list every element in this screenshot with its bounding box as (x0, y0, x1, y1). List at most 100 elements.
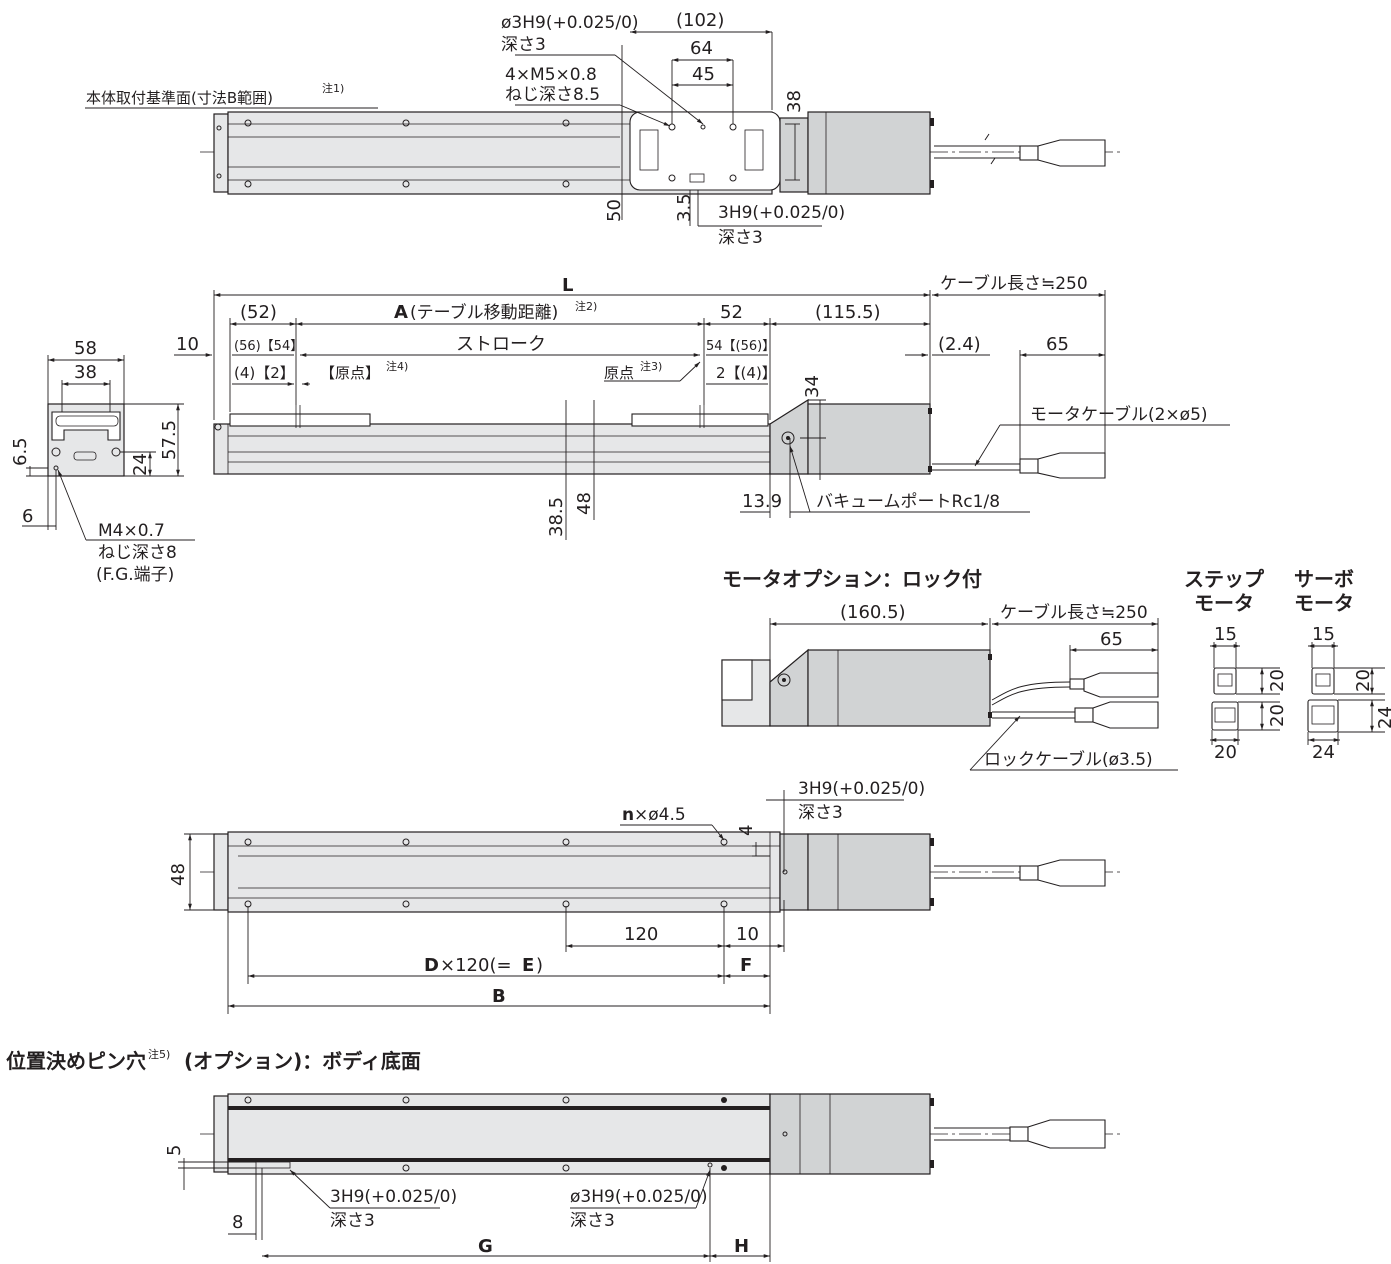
dim-E-close: ) (536, 955, 543, 976)
dim-34: 34 (802, 375, 823, 398)
end-view-labels: 58 38 57.5 24 6.5 6 M4×0.7 ねじ深さ8 (F.G.端子… (10, 338, 180, 585)
dim-13-9: 13.9 (742, 491, 782, 512)
dim-120: 120 (624, 924, 658, 945)
motor-option-cable-length: ケーブル長さ≒250 (1000, 602, 1148, 623)
dim-115-5: (115.5) (815, 302, 881, 323)
slot-depth: 深さ3 (718, 228, 763, 248)
dim-65: 65 (1046, 334, 1069, 355)
dim-D-text: ×120(= (440, 955, 512, 976)
bottom-slot-label: 3H9(+0.025/0) (798, 779, 925, 799)
fg-terminal-label: (F.G.端子) (96, 565, 174, 585)
dim-F: F (740, 955, 752, 976)
dim-G: G (478, 1236, 493, 1257)
bottom-slot-depth: 深さ3 (798, 803, 843, 823)
dim-38-end: 38 (74, 362, 97, 383)
end-view (22, 355, 195, 541)
dim-B: B (492, 986, 506, 1007)
dim-4: 4 (736, 825, 757, 836)
connector-labels: ステップ モータ サーボ モータ 15 20 20 20 15 20 24 24 (1184, 567, 1391, 763)
top-view-labels: 本体取付基準面(寸法B範囲) 注1) ø3H9(+0.025/0) 深さ3 4×… (86, 10, 845, 248)
vacuum-port-label: バキュームポートRc1/8 (816, 492, 1000, 512)
dim-2-4: (2.4) (938, 334, 981, 355)
dim-A: A (394, 302, 408, 323)
step-dim-20c: 20 (1214, 742, 1237, 763)
dim-38-5: 38.5 (546, 497, 567, 537)
origin-3-note: 注3) (640, 359, 662, 373)
n-holes-suffix: ×ø4.5 (634, 805, 686, 825)
pin-hole-label-bottom: ø3H9(+0.025/0) (570, 1187, 708, 1207)
dim-54-56: 54【(56)】 (706, 339, 775, 354)
side-view-labels: L ケーブル長さ≒250 (52) A (テーブル移動距離) 注2) 52 (1… (176, 273, 1208, 537)
step-dim-15: 15 (1214, 624, 1237, 645)
dim-50: 50 (604, 199, 625, 222)
reference-surface-label: 本体取付基準面(寸法B範囲) (86, 89, 273, 107)
step-motor-title-2: モータ (1194, 591, 1254, 615)
motor-cable-label: モータケーブル(2×ø5) (1030, 404, 1208, 425)
pin-hole-label: ø3H9(+0.025/0) (501, 13, 639, 33)
pin-hole-depth-bottom: 深さ3 (570, 1211, 615, 1231)
top-view (85, 30, 1120, 227)
dim-3-5: 3.5 (674, 193, 695, 222)
pin-dim-8: 8 (232, 1212, 243, 1233)
pin-hole-view-title: 位置決めピン穴 (6, 1049, 146, 1073)
servo-dim-24b: 24 (1312, 742, 1335, 763)
origin-4-label: 【原点】 (320, 364, 380, 382)
dim-58: 58 (74, 338, 97, 359)
n-holes: n (622, 805, 634, 825)
dim-45: 45 (692, 64, 715, 85)
origin-3-label: 原点 (604, 364, 634, 382)
cable-length-label: ケーブル長さ≒250 (940, 273, 1088, 294)
pin-slot-depth: 深さ3 (330, 1211, 375, 1231)
thread-label: 4×M5×0.8 (505, 65, 597, 85)
step-dim-20a: 20 (1267, 669, 1288, 692)
lock-cable-label: ロックケーブル(ø3.5) (984, 749, 1153, 770)
dim-L: L (562, 275, 573, 296)
motor-option-dim-65: 65 (1100, 629, 1123, 650)
dim-2-4-bracket: 2【(4)】 (716, 364, 777, 382)
origin-4-note: 注4) (386, 359, 408, 373)
dim-48-bottom: 48 (168, 863, 189, 886)
pin-hole-view-note: 注5) (148, 1047, 170, 1061)
dim-57-5: 57.5 (159, 420, 180, 460)
dim-D: D (424, 955, 439, 976)
thread-depth-label: ねじ深さ8.5 (505, 85, 600, 105)
reference-note: 注1) (322, 81, 344, 95)
pin-hole-view-labels: 位置決めピン穴 注5) (オプション)：ボディ底面 5 3H9(+0.025/0… (6, 1047, 749, 1257)
dim-38-top: 38 (784, 90, 805, 113)
dim-52-right: 52 (720, 302, 743, 323)
dim-A-label: (テーブル移動距離) (410, 302, 558, 323)
servo-motor-title-2: モータ (1294, 591, 1354, 615)
dim-52-left: (52) (240, 302, 277, 323)
dim-160-5: (160.5) (840, 602, 906, 623)
motor-option-labels: モータオプション：ロック付 (160.5) ケーブル長さ≒250 65 ロックケ… (722, 567, 1153, 770)
side-view (174, 290, 1230, 540)
pin-slot-label: 3H9(+0.025/0) (330, 1187, 457, 1207)
stroke-label: ストローク (456, 334, 546, 355)
bottom-view-labels: 3H9(+0.025/0) 深さ3 n ×ø4.5 4 48 120 10 D … (168, 779, 925, 1007)
dim-56-54: (56)【54】 (234, 339, 303, 354)
dim-64: 64 (690, 38, 713, 59)
servo-dim-24a: 24 (1375, 706, 1391, 729)
pin-hole-view-suffix: (オプション)：ボディ底面 (184, 1049, 421, 1073)
dim-24-end: 24 (130, 453, 151, 476)
dim-48-side: 48 (574, 492, 595, 515)
connector-details (1210, 642, 1385, 745)
pin-hole-depth: 深さ3 (501, 35, 546, 55)
servo-dim-15: 15 (1312, 624, 1335, 645)
dim-H: H (734, 1236, 749, 1257)
dim-10: 10 (176, 334, 199, 355)
dim-6: 6 (22, 506, 33, 527)
end-thread-depth: ねじ深さ8 (98, 543, 177, 563)
dim-4-2: (4)【2】 (234, 364, 295, 382)
motor-option-view (721, 618, 1178, 771)
motor-option-title: モータオプション：ロック付 (722, 567, 982, 591)
pin-hole-view (178, 1093, 1120, 1262)
step-dim-20b: 20 (1267, 704, 1288, 727)
dim-102: (102) (676, 10, 724, 31)
step-motor-title-1: ステップ (1184, 567, 1265, 591)
servo-motor-title-1: サーボ (1294, 567, 1354, 591)
slot-label: 3H9(+0.025/0) (718, 203, 845, 223)
pin-dim-5: 5 (164, 1145, 185, 1156)
servo-dim-20: 20 (1353, 669, 1374, 692)
